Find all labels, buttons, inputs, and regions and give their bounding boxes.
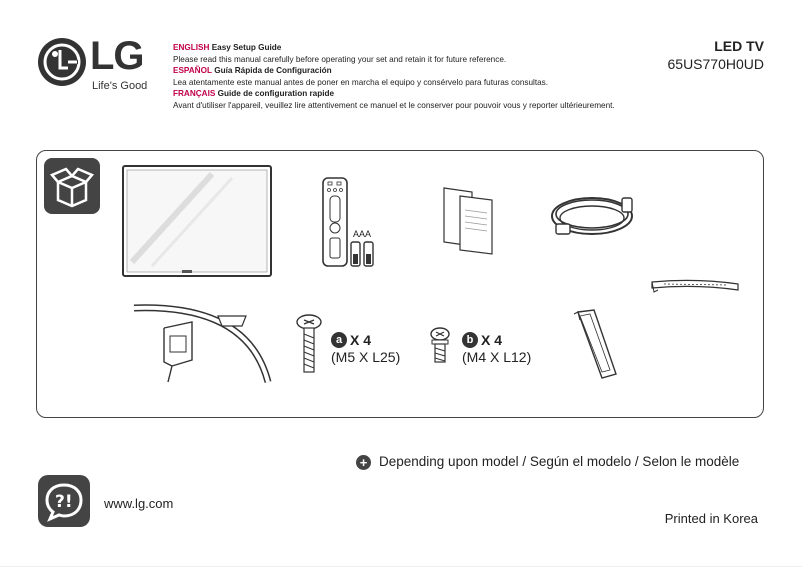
screw-b-badge: b (462, 332, 478, 349)
lang-label-french: FRANÇAIS (173, 89, 216, 98)
printed-in-text: Printed in Korea (664, 511, 758, 526)
model-note: + Depending upon model / Según el modelo … (356, 454, 739, 470)
screw-b-qty: X 4 (481, 331, 503, 348)
intro-text-french: Avant d'utiliser l'appareil, veuillez li… (173, 100, 615, 110)
website-link[interactable]: www.lg.com (104, 496, 174, 511)
stand-body-illustration (573, 309, 617, 379)
help-question-icon: ?! (38, 475, 90, 527)
bottom-divider (0, 566, 802, 567)
screw-a-qty: X 4 (350, 331, 372, 348)
lg-logo-icon (38, 38, 86, 86)
product-model: 65US770H0UD (667, 56, 765, 72)
screw-b-size: (M4 X L12) (462, 348, 532, 365)
battery-type-label: AAA (353, 229, 372, 239)
guide-title-french: Guide de configuration rapide (217, 89, 335, 98)
intro-french: FRANÇAIS Guide de configuration rapide (173, 88, 633, 100)
product-info: LED TV 65US770H0UD (668, 38, 765, 72)
screw-a-illustration (296, 314, 322, 373)
product-type: LED TV (714, 38, 764, 54)
guide-title-spanish: Guía Rápida de Configuración (214, 66, 332, 75)
plus-icon: + (356, 454, 371, 470)
lg-logo-text: LG (90, 34, 145, 78)
screw-a-badge: a (331, 332, 347, 349)
lang-label-english: ENGLISH (173, 43, 210, 52)
intro-spanish: ESPAÑOL Guía Rápida de Configuración (173, 65, 633, 77)
tv-illustration (122, 165, 272, 277)
intro-text-spanish: Lea atentamente este manual antes de pon… (173, 77, 549, 87)
intro-text-block: ENGLISH Easy Setup Guide Please read thi… (173, 42, 633, 111)
power-cord-illustration (551, 197, 633, 235)
open-box-icon (44, 158, 100, 214)
cable-holder-illustration (651, 279, 739, 293)
intro-english: ENGLISH Easy Setup Guide (173, 42, 633, 54)
remote-control-illustration (322, 177, 374, 267)
screw-a-size: (M5 X L25) (331, 348, 401, 365)
model-note-text: Depending upon model / Según el modelo /… (379, 454, 740, 469)
screw-b-illustration (430, 327, 450, 363)
svg-text:?!: ?! (55, 492, 73, 512)
brand-tagline: Life's Good (92, 80, 148, 92)
lang-label-spanish: ESPAÑOL (173, 66, 212, 75)
stand-base-illustration (133, 304, 272, 383)
manual-booklets-illustration (443, 187, 493, 255)
intro-text-english: Please read this manual carefully before… (173, 54, 507, 64)
guide-title-english: Easy Setup Guide (211, 43, 282, 52)
box-contents-panel (36, 150, 764, 418)
